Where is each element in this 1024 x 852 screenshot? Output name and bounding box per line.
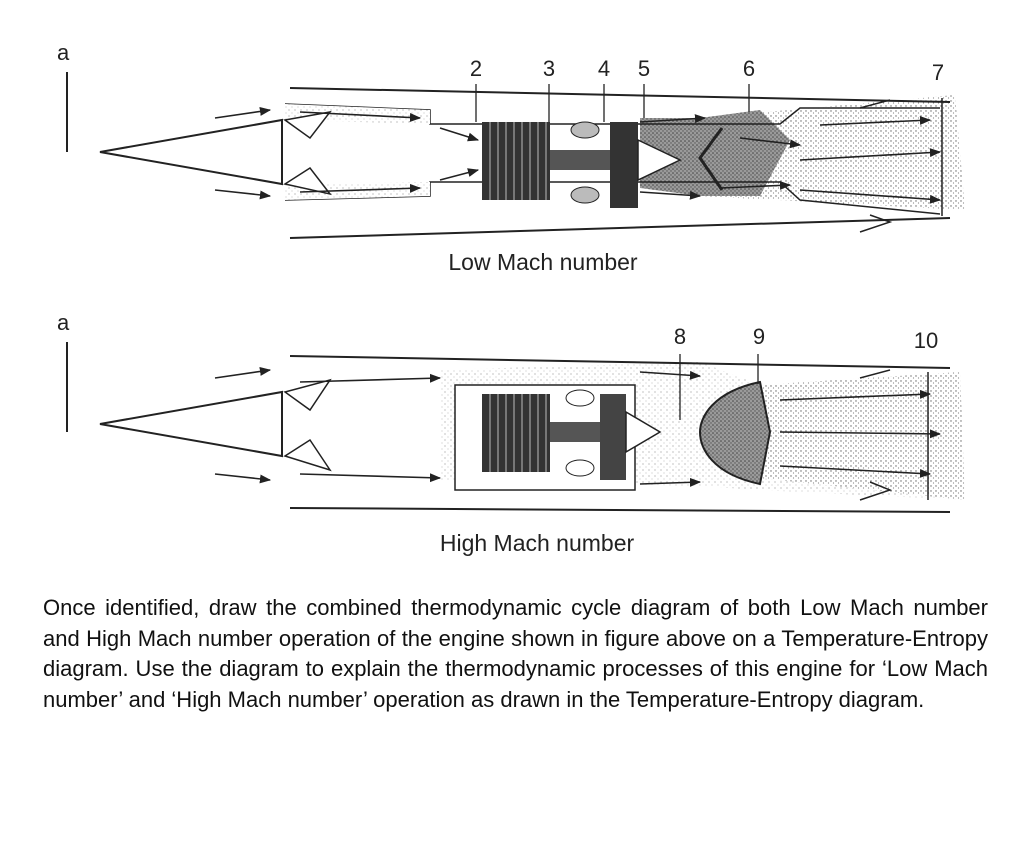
station-label: 8 <box>674 324 686 349</box>
caption-high-mach: High Mach number <box>440 530 635 556</box>
station-label: 6 <box>743 56 755 81</box>
station-label: 4 <box>598 56 610 81</box>
flameholder-high <box>698 380 772 486</box>
turbine-low <box>610 122 638 208</box>
inlet-spike-low <box>99 118 283 186</box>
low-mach-engine: a <box>57 40 965 275</box>
shaft-high <box>550 422 600 442</box>
inlet-spike-high <box>99 390 283 458</box>
station-label: 7 <box>932 60 944 85</box>
station-label: 9 <box>753 324 765 349</box>
afterburner-flow-low <box>640 110 790 196</box>
section-marker-a-low: a <box>57 40 70 65</box>
station-label: 5 <box>638 56 650 81</box>
station-label: 2 <box>470 56 482 81</box>
station-labels-low: 2 3 4 5 6 7 <box>470 56 944 85</box>
station-label: 3 <box>543 56 555 81</box>
engine-figure: a <box>57 40 965 556</box>
compressor-low <box>482 122 550 200</box>
compressor-high <box>482 394 550 472</box>
nacelle-bottom-high <box>289 507 951 513</box>
nacelle-bottom-low <box>289 217 951 239</box>
flameholder-low <box>698 127 724 191</box>
exhaust-plume-high <box>760 372 965 500</box>
nacelle-top-high <box>289 355 951 369</box>
shaft-low <box>550 150 610 170</box>
question-text: Once identified, draw the combined therm… <box>43 595 988 712</box>
high-mach-engine: a <box>57 310 965 556</box>
station-labels-high: 8 9 10 <box>674 324 938 353</box>
station-label: 10 <box>914 328 938 353</box>
nacelle-top-low <box>289 87 951 103</box>
section-marker-a-high: a <box>57 310 70 335</box>
caption-low-mach: Low Mach number <box>448 249 638 275</box>
turbine-high <box>600 394 626 480</box>
